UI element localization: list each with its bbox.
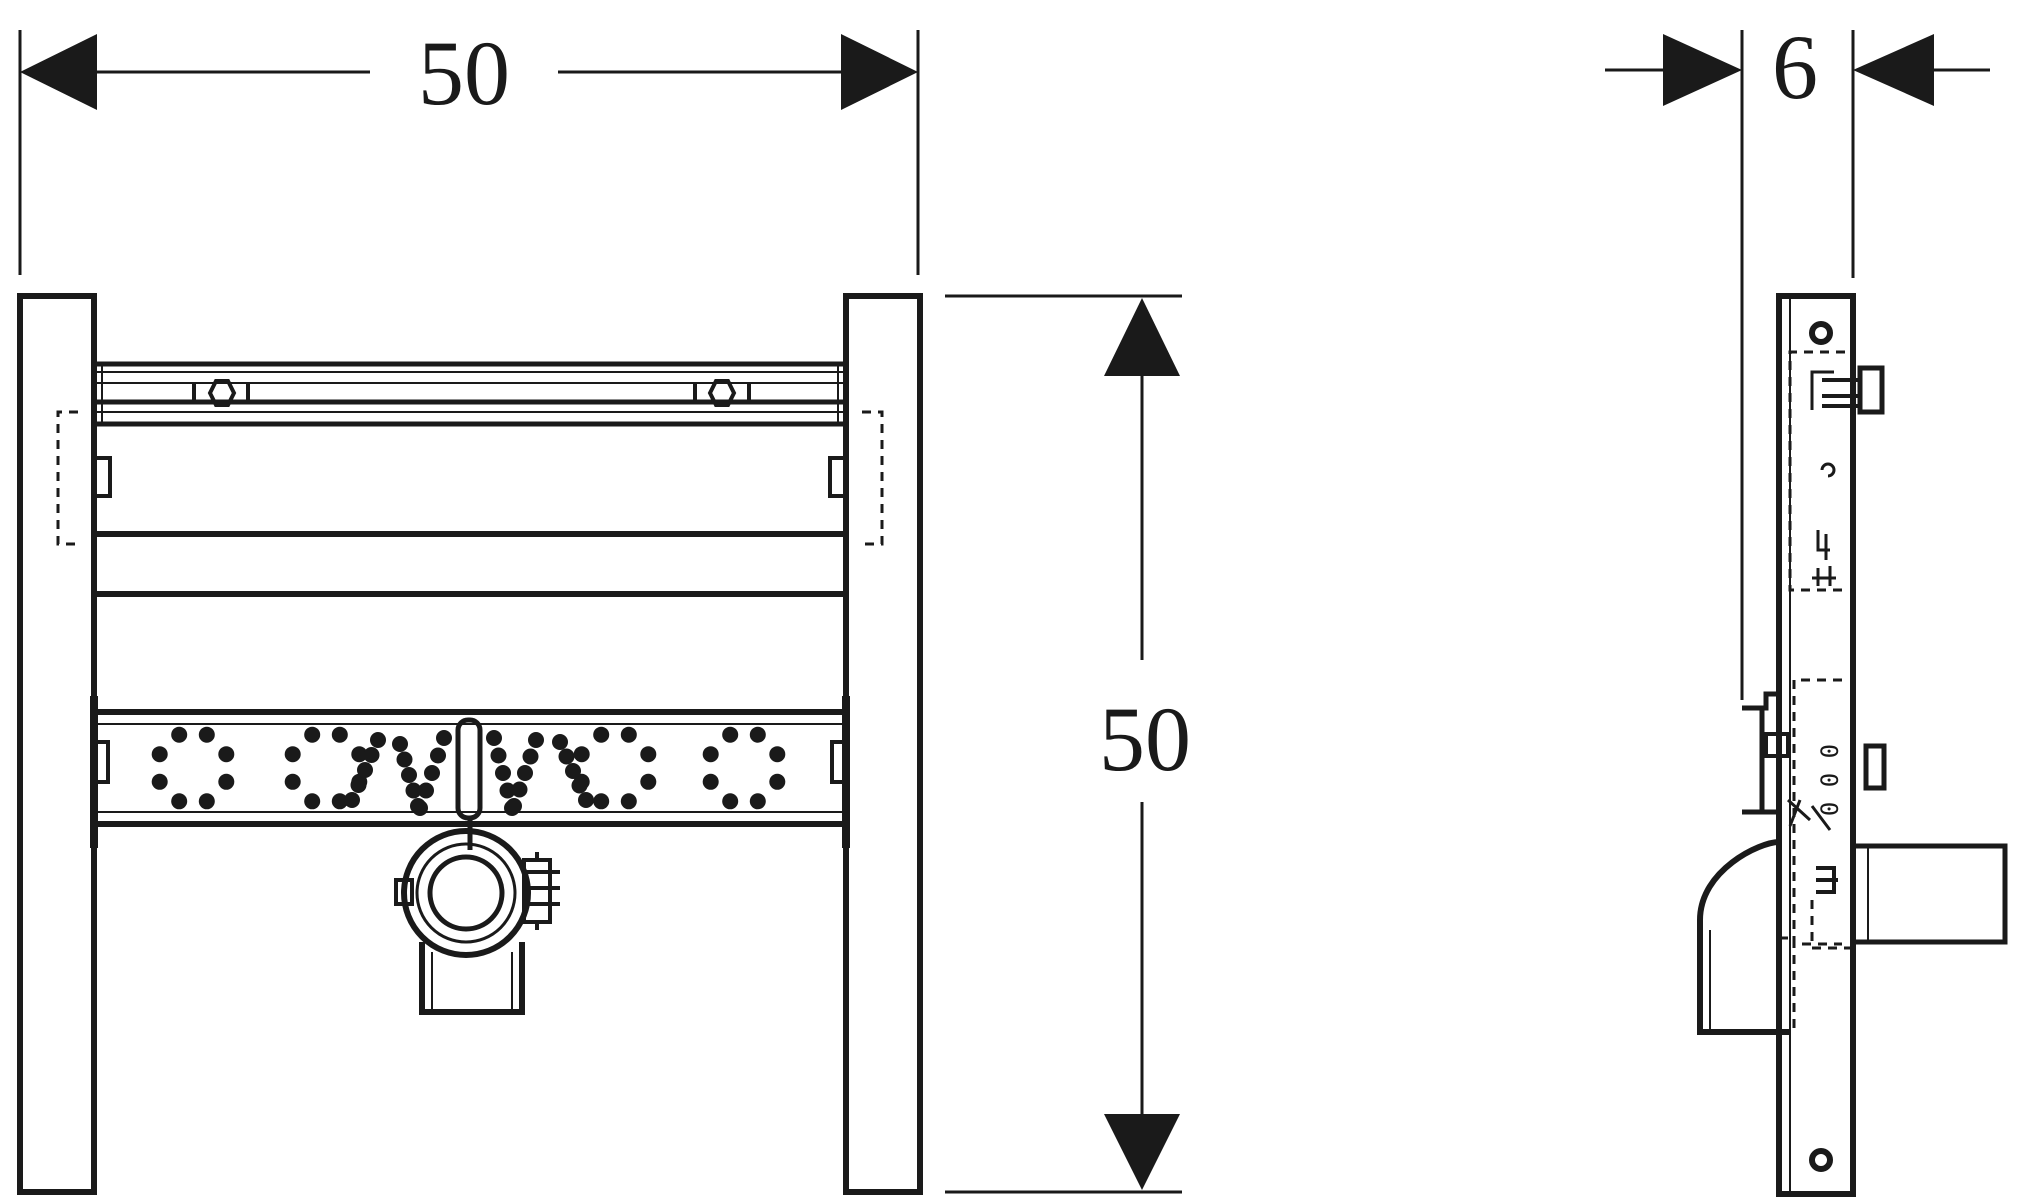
crossbar-hole <box>769 773 786 790</box>
crossbar-slot-hole <box>552 734 568 750</box>
depth-arrow-right <box>1853 34 1934 106</box>
pipe-clamp-outer-ring <box>401 828 531 958</box>
crossbar-hole <box>702 746 719 763</box>
crossbar-hole <box>218 773 235 790</box>
crossbar-hole <box>749 793 766 810</box>
crossbar-hole <box>171 793 188 810</box>
crossbar-hole <box>331 793 348 810</box>
hex-nut-right-icon <box>693 379 751 407</box>
crossbar-slot-hole <box>412 800 428 816</box>
side-outlet-fitting <box>1810 843 2008 950</box>
crossbar-hole-patterns <box>151 726 786 816</box>
crossbar-hole <box>304 726 321 743</box>
crossbar-hole <box>151 746 168 763</box>
crossbar-hole <box>573 746 590 763</box>
crossbar-slot-hole <box>528 732 544 748</box>
crossbar-hole <box>593 726 610 743</box>
height-arrow-bottom <box>1104 1114 1180 1190</box>
crossbar-hole <box>198 793 215 810</box>
crossbar-hole <box>198 726 215 743</box>
crossbar-hole <box>722 726 739 743</box>
hex-nut-left-icon <box>192 379 250 407</box>
crossbar-hole <box>304 793 321 810</box>
crossbar-slot-hole <box>370 732 386 748</box>
crossbar-hole <box>171 726 188 743</box>
depth-dimension: 6 <box>1605 16 1990 700</box>
width-arrow-left <box>20 34 97 110</box>
crossbar-hole <box>218 746 235 763</box>
side-mount-hole-bottom <box>1809 1148 1833 1172</box>
height-dimension: 50 <box>945 294 1191 1194</box>
crossbar-hole <box>640 773 657 790</box>
depth-label: 6 <box>1772 16 1818 118</box>
depth-arrow-left <box>1663 34 1742 106</box>
crossbar-hole <box>702 773 719 790</box>
width-label: 50 <box>418 22 510 124</box>
crossbar-slot-hole <box>486 730 502 746</box>
crossbar-slot-hole <box>490 747 507 764</box>
crossbar-slot-hole <box>511 781 528 798</box>
crossbar-hole <box>722 793 739 810</box>
side-lower-bracket: 0 0 0 <box>1742 678 1887 946</box>
crossbar-hole <box>151 773 168 790</box>
crossbar-slot-hole <box>405 782 422 799</box>
crossbar-slot-hole <box>392 736 408 752</box>
crossbar-hole <box>749 726 766 743</box>
pipe-clamp-screw-left <box>394 878 414 906</box>
crossbar-slot-hole <box>565 763 581 779</box>
crossbar-slot-hole <box>357 762 373 778</box>
height-label: 50 <box>1099 688 1191 790</box>
width-dimension: 50 <box>18 22 920 275</box>
side-lower-bracket-marks: 0 0 0 <box>1816 744 1844 816</box>
crossbar-hole <box>593 793 610 810</box>
crossbar-slot-hole <box>522 748 539 765</box>
crossbar-hole <box>769 746 786 763</box>
side-view: 0 0 0 <box>1697 293 2008 1197</box>
crossbar-slot-hole <box>499 782 516 799</box>
crossbar-slot-hole <box>571 777 588 794</box>
crossbar-slot-hole <box>495 765 511 781</box>
crossbar-slot-hole <box>558 748 575 765</box>
crossbar-hole <box>351 746 368 763</box>
side-upper-bracket <box>1788 350 1885 592</box>
crossbar-slot-hole <box>401 767 417 783</box>
front-view <box>17 293 923 1195</box>
crossbar-hole <box>620 793 637 810</box>
crossbar-slot-hole <box>424 765 440 781</box>
crossbar-hole <box>284 773 301 790</box>
front-left-dashed-bracket <box>56 410 112 546</box>
crossbar-slot-hole <box>396 751 413 768</box>
crossbar-slot-hole <box>344 792 360 808</box>
front-right-dashed-bracket <box>828 410 884 546</box>
crossbar-hole <box>620 726 637 743</box>
side-upper-clamp <box>1857 365 1885 415</box>
crossbar-slot-hole <box>578 792 594 808</box>
pipe-clamp-middle-ring <box>415 842 517 944</box>
crossbar-slot-hole <box>436 730 452 746</box>
crossbar-hole <box>640 746 657 763</box>
drain-elbow <box>419 942 525 1015</box>
side-mount-hole-top <box>1809 321 1833 345</box>
crossbar-slot-hole <box>430 747 446 764</box>
crossbar-hole <box>284 746 301 763</box>
width-arrow-right <box>841 34 918 110</box>
crossbar-slot-hole <box>506 798 522 814</box>
side-drain-elbow <box>1697 839 1796 1035</box>
pipe-clamp <box>394 828 560 958</box>
crossbar-slot-hole <box>517 765 533 781</box>
side-post <box>1776 293 1856 1197</box>
pipe-opening <box>427 854 505 932</box>
crossbar-hole <box>331 726 348 743</box>
height-arrow-top <box>1104 298 1180 376</box>
crossbar-slot-hole <box>363 747 380 763</box>
crossbar-slot-hole <box>350 777 367 793</box>
crossbar-slot-hole <box>418 782 434 799</box>
